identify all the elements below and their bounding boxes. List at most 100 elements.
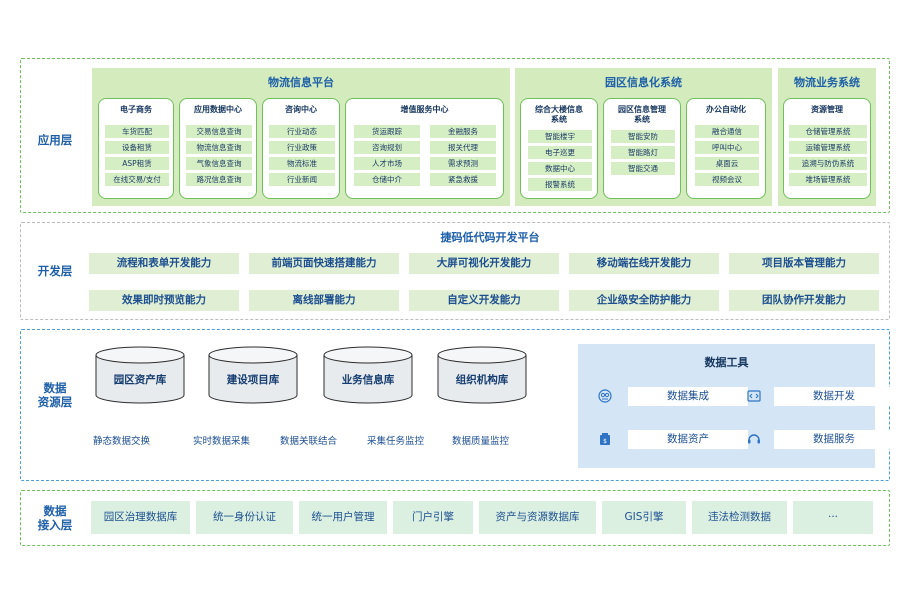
application-layer-label: 应用层	[37, 133, 73, 147]
app-item: 仓储中介	[354, 173, 420, 186]
capability-item: 项目版本管理能力	[729, 253, 879, 274]
data-operation: 实时数据采集	[193, 436, 251, 447]
service-icon	[748, 434, 760, 444]
capability-item: 流程和表单开发能力	[89, 253, 239, 274]
app-item: 智能安防	[611, 130, 675, 143]
data-access-layer-label: 数据 接入层	[37, 504, 73, 532]
access-item: 统一身份认证	[196, 501, 293, 534]
app-item: 智能楼宇	[528, 130, 592, 143]
capability-item: 大屏可视化开发能力	[409, 253, 559, 274]
application-layer	[20, 58, 890, 213]
system-title: 物流业务系统	[794, 76, 860, 89]
app-item: 路况信息查询	[186, 173, 252, 186]
app-item: 融合通信	[695, 125, 759, 138]
app-item: 电子巡更	[528, 146, 592, 159]
app-item: 物流标准	[269, 157, 335, 170]
app-item: ASP租赁	[105, 157, 169, 170]
access-item: 统一用户管理	[299, 501, 387, 534]
database-cylinder: 组织机构库	[437, 346, 527, 404]
module-value-added-service: 增值服务中心 货运跟踪 金融服务 咨询规划 报关代理 人才市场 需求预测 仓储中…	[345, 98, 504, 199]
capability-item: 团队协作开发能力	[729, 290, 879, 311]
cylinder-shape	[95, 346, 185, 404]
app-item: 人才市场	[354, 157, 420, 170]
module-title: 综合大楼信息系统	[535, 105, 583, 124]
app-item: 交易信息查询	[186, 125, 252, 138]
data-integration-icon	[598, 389, 612, 403]
app-item: 行业动态	[269, 125, 335, 138]
app-item: 视频会议	[695, 173, 759, 186]
capability-item: 离线部署能力	[249, 290, 399, 311]
database-cylinder: 业务信息库	[323, 346, 413, 404]
module-resource-management: 资源管理 仓储管理系统 运输管理系统 追溯与防伪系统 堆场管理系统	[783, 98, 871, 199]
app-item: 物流信息查询	[186, 141, 252, 154]
access-item: 资产与资源数据库	[479, 501, 596, 534]
app-item: 金融服务	[430, 125, 496, 138]
app-item: 需求预测	[430, 157, 496, 170]
app-item: 桌面云	[695, 157, 759, 170]
dev-layer-label: 开发层	[37, 264, 73, 278]
module-ecommerce: 电子商务 车货匹配 设备租赁 ASP租赁 在线交易/支付	[98, 98, 174, 199]
tool-data-asset: 数据资产	[628, 430, 748, 449]
data-resource-layer-label: 数据 资源层	[37, 381, 73, 409]
app-item: 货运跟踪	[354, 125, 420, 138]
app-item: 报关代理	[430, 141, 496, 154]
app-item: 车货匹配	[105, 125, 169, 138]
module-office-automation: 办公自动化 融合通信 呼叫中心 桌面云 视频会议	[686, 98, 766, 199]
access-item: 门户引擎	[393, 501, 473, 534]
capability-item: 自定义开发能力	[409, 290, 559, 311]
code-icon	[747, 390, 761, 402]
app-item: 紧急救援	[430, 173, 496, 186]
access-item: 违法检测数据	[692, 501, 787, 534]
database-label: 建设项目库	[226, 374, 280, 386]
tool-data-service: 数据服务	[774, 430, 894, 449]
capability-item: 企业级安全防护能力	[569, 290, 719, 311]
access-item: 园区治理数据库	[91, 501, 190, 534]
database-cylinder: 建设项目库	[208, 346, 298, 404]
data-operation: 数据关联结合	[280, 436, 338, 447]
app-item: 智能交通	[611, 162, 675, 175]
module-title: 增值服务中心	[400, 105, 449, 114]
module-park-info-management: 园区信息管理系统 智能安防 智能路灯 智能交通	[603, 98, 681, 199]
data-operation: 采集任务监控	[367, 436, 425, 447]
capability-item: 前端页面快速搭建能力	[249, 253, 399, 274]
cylinder-shape	[323, 346, 413, 404]
access-item: ···	[793, 501, 873, 534]
app-item: 运输管理系统	[789, 141, 867, 154]
data-operation: 静态数据交换	[93, 436, 151, 447]
park-informatization-system: 园区信息化系统 综合大楼信息系统 智能楼宇 电子巡更 数据中心 报警系统 园区信…	[515, 68, 772, 206]
module-title: 园区信息管理系统	[618, 105, 666, 124]
module-title: 办公自动化	[706, 105, 746, 114]
app-item: 仓储管理系统	[789, 125, 867, 138]
logistics-info-platform: 物流信息平台 电子商务 车货匹配 设备租赁 ASP租赁 在线交易/支付 应用数据…	[92, 68, 510, 206]
app-item: 呼叫中心	[695, 141, 759, 154]
app-item: 数据中心	[528, 162, 592, 175]
app-item: 报警系统	[528, 178, 592, 191]
data-operation: 数据质量监控	[452, 436, 510, 447]
access-item: GIS引擎	[602, 501, 686, 534]
data-access-layer	[20, 490, 890, 546]
asset-icon: $	[600, 433, 610, 445]
capability-item: 移动端在线开发能力	[569, 253, 719, 274]
logistics-business-system: 物流业务系统 资源管理 仓储管理系统 运输管理系统 追溯与防伪系统 堆场管理系统	[778, 68, 876, 206]
capability-item: 效果即时预览能力	[89, 290, 239, 311]
data-tools-panel: 数据工具 数据集成 数据开发 $ 数据资产 数据服务	[578, 344, 894, 468]
app-item: 堆场管理系统	[789, 173, 867, 186]
module-title: 资源管理	[811, 105, 843, 114]
svg-text:$: $	[603, 438, 607, 445]
app-item: 智能路灯	[611, 146, 675, 159]
module-building-info-system: 综合大楼信息系统 智能楼宇 电子巡更 数据中心 报警系统	[520, 98, 598, 199]
tool-data-integration: 数据集成	[628, 387, 748, 406]
app-item: 咨询规划	[354, 141, 420, 154]
app-item: 追溯与防伪系统	[789, 157, 867, 170]
database-label: 业务信息库	[341, 374, 395, 386]
cylinder-shape	[437, 346, 527, 404]
data-tools-title: 数据工具	[704, 356, 749, 369]
app-item: 行业政策	[269, 141, 335, 154]
app-item: 行业新闻	[269, 173, 335, 186]
module-title: 咨询中心	[285, 105, 317, 114]
module-app-data-center: 应用数据中心 交易信息查询 物流信息查询 气象信息查询 路况信息查询	[179, 98, 257, 199]
tool-data-development: 数据开发	[774, 387, 894, 406]
dev-layer	[20, 222, 890, 320]
app-item: 设备租赁	[105, 141, 169, 154]
module-title: 电子商务	[120, 105, 152, 114]
